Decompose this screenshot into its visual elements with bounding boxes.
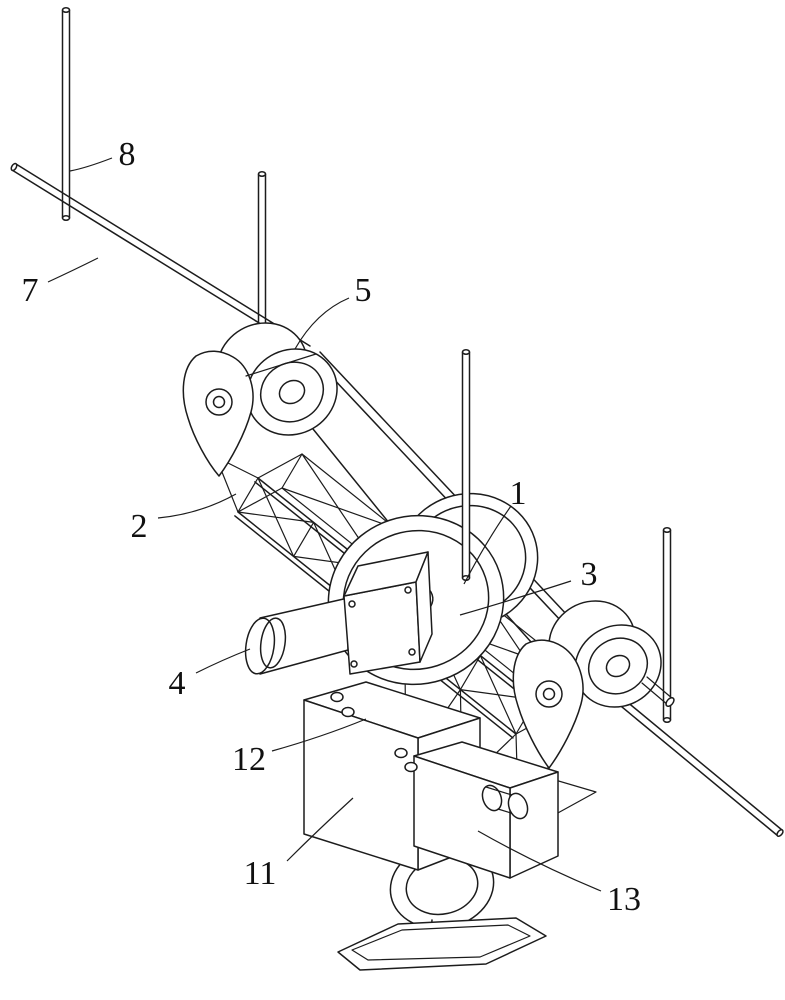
small-roller [481, 784, 529, 820]
label-7: 7 [22, 272, 39, 309]
mechanical-assembly-drawing [10, 7, 784, 971]
reference-labels: 1 2 3 4 5 7 8 11 12 13 [22, 136, 642, 918]
leader-line-1 [463, 505, 512, 585]
leader-line-12 [271, 718, 367, 752]
leader-line-11 [286, 797, 354, 862]
support-rod-top-left [61, 7, 71, 221]
label-11: 11 [244, 855, 277, 892]
left-bracket [182, 350, 317, 477]
leader-line-13 [477, 830, 602, 892]
label-1: 1 [510, 475, 527, 512]
leader-line-8 [69, 157, 113, 172]
conductor-rod-left [10, 162, 311, 353]
label-3: 3 [581, 556, 598, 593]
support-rod-center [461, 349, 471, 581]
leader-line-3 [459, 580, 572, 616]
label-8: 8 [119, 136, 136, 173]
leader-lines [47, 157, 602, 892]
drive-motor [244, 597, 349, 675]
gearbox [343, 551, 433, 675]
fastener-bolts [330, 691, 418, 773]
leader-line-5 [294, 297, 350, 350]
landing-skid [337, 917, 547, 971]
label-13: 13 [607, 881, 641, 918]
label-2: 2 [131, 508, 148, 545]
leader-line-2 [157, 493, 237, 519]
label-4: 4 [169, 665, 186, 702]
label-5: 5 [355, 272, 372, 309]
right-bracket [512, 639, 584, 769]
label-12: 12 [232, 741, 266, 778]
leader-line-7 [47, 257, 99, 283]
support-rod-right [662, 527, 672, 723]
leader-line-4 [195, 648, 251, 674]
conductor-rod-right [615, 695, 784, 837]
